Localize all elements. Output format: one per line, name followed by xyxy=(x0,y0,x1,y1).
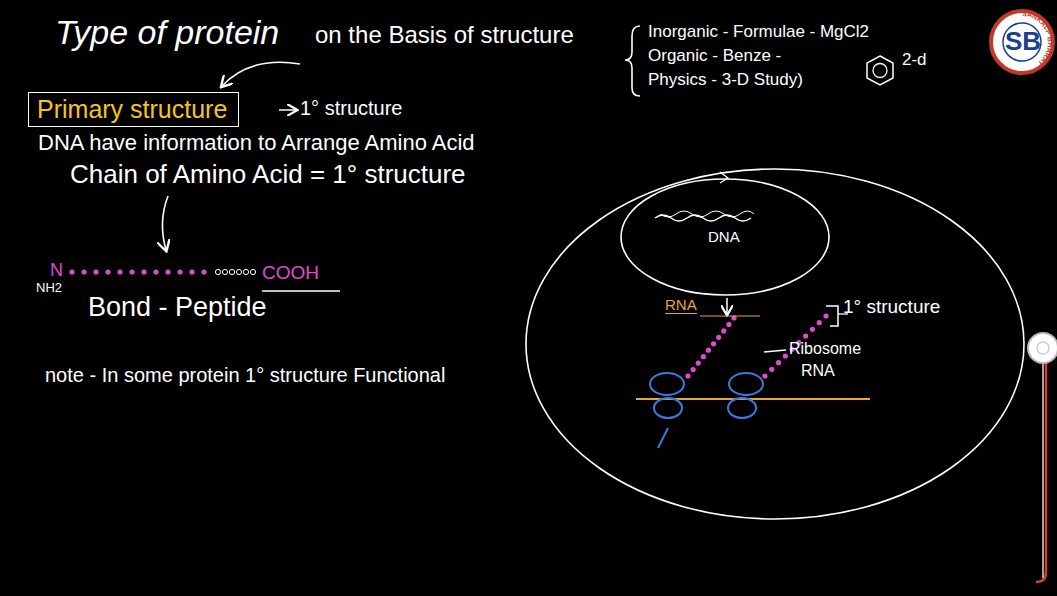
underline xyxy=(262,290,340,292)
pointer-knob xyxy=(1037,342,1049,354)
list-item: 2-d xyxy=(902,50,927,70)
benzene-circle xyxy=(873,64,887,78)
list-item: Physics - 3-D Study) xyxy=(648,70,803,90)
bond-label: Bond - Peptide xyxy=(88,292,267,323)
bracket xyxy=(826,306,838,326)
terminal-label: COOH xyxy=(262,262,319,284)
pointer-knob xyxy=(1028,333,1057,363)
structure-label: 1° structure xyxy=(300,97,402,120)
box-text: Primary structure xyxy=(37,95,230,124)
pointer-rod xyxy=(1042,362,1044,578)
slide-title: Type of protein xyxy=(55,13,279,52)
leader-line xyxy=(764,350,786,352)
list-item: Inorganic - Formulae - MgCl2 xyxy=(648,22,869,42)
logo-text: SB xyxy=(1005,27,1041,57)
pointer-arrow xyxy=(222,62,300,86)
nucleus-circle: DNA xyxy=(620,178,830,296)
subtitle: on the Basis of structure xyxy=(315,21,574,49)
note-text: DNA have information to Arrange Amino Ac… xyxy=(38,130,475,155)
dna-label: DNA xyxy=(708,228,740,245)
terminal-label: N xyxy=(50,260,63,281)
logo-inner xyxy=(1003,23,1041,61)
ribosome xyxy=(650,373,763,448)
rna-label: RNA xyxy=(665,296,697,314)
part-label: Ribosome xyxy=(789,340,861,358)
note-text: note - In some protein 1° structure Func… xyxy=(45,360,450,390)
terminal-label: NH2 xyxy=(36,281,62,296)
cell-ellipse: RNA1° structureRibosomeRNADNA xyxy=(525,168,1025,520)
cell-ellipse-outline xyxy=(525,168,1025,520)
list-item: Organic - Benze - xyxy=(648,46,781,66)
dna-strand xyxy=(660,211,754,217)
small-arrow xyxy=(279,109,296,111)
structure-label: 1° structure xyxy=(843,296,940,318)
note-text: Chain of Amino Acid = 1° structure xyxy=(70,160,466,190)
amino-chain xyxy=(69,269,255,274)
transcription-arrow xyxy=(726,298,728,314)
down-arrow xyxy=(162,196,168,250)
pointer-cord xyxy=(1036,362,1046,582)
part-label: RNA xyxy=(801,362,835,380)
underline xyxy=(700,316,760,317)
benzene-ring xyxy=(867,56,893,85)
structure-box: Primary structure xyxy=(28,92,239,127)
brace xyxy=(625,26,640,96)
